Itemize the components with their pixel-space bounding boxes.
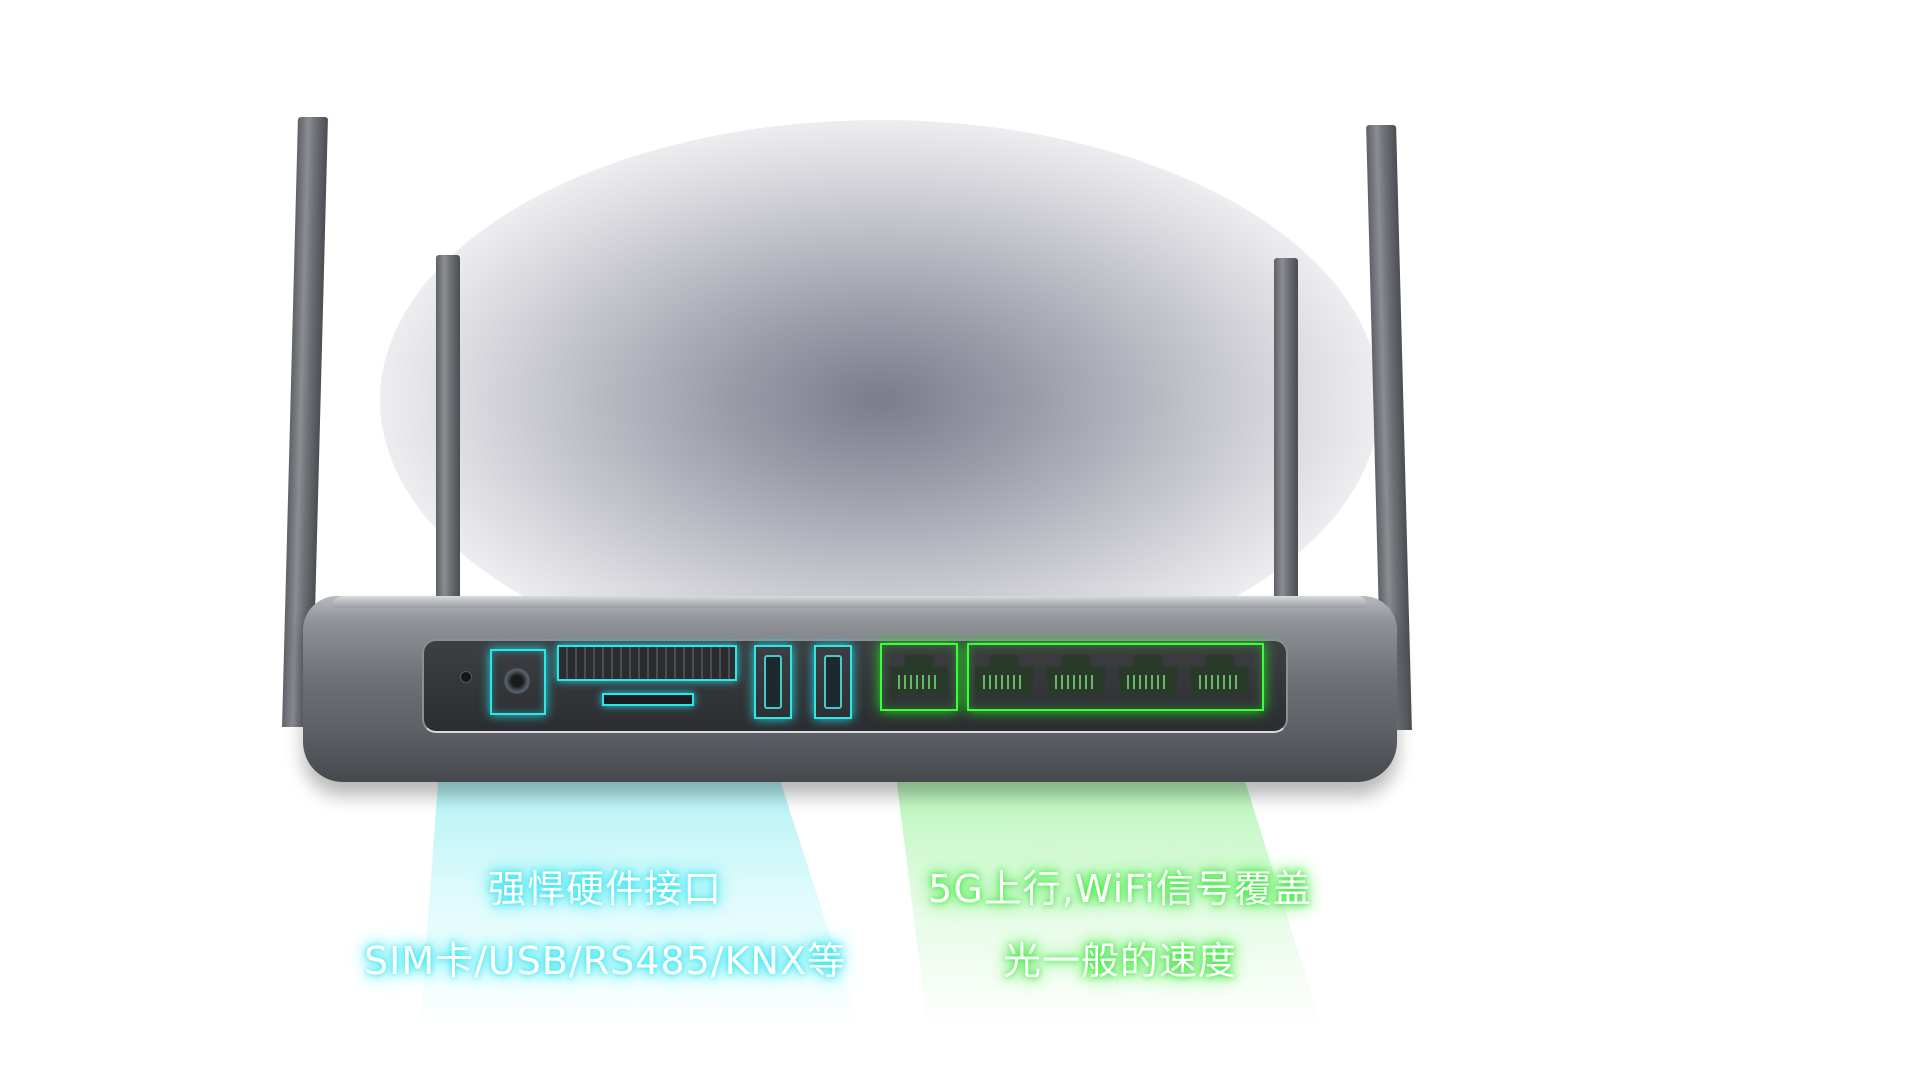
caption-hardware-title: 强悍硬件接口 [487,867,722,911]
wan-port-highlight [880,643,958,711]
ethernet-port-icon [1119,655,1177,695]
reset-hole-icon [460,671,472,683]
ethernet-port-icon [1191,655,1249,695]
usb-port-icon [824,655,842,709]
caption-hardware-detail: SIM卡/USB/RS485/KNX等 [364,939,846,983]
usb-port-1 [754,645,792,719]
router-top-edge [333,596,1367,608]
terminal-block-port [557,645,737,681]
lan-ports-highlight [967,643,1264,711]
caption-5g-title: 5G上行,WiFi信号覆盖 [928,867,1312,911]
antenna-left-inner [436,255,460,615]
port-panel [422,639,1288,733]
ethernet-port-icon [890,655,948,695]
router-body [303,596,1397,782]
caption-speed-detail: 光一般的速度 [1002,939,1237,983]
background-halo [380,120,1380,680]
sim-card-slot [602,693,694,706]
usb-port-2 [814,645,852,719]
usb-port-icon [764,655,782,709]
power-jack-icon [504,668,530,694]
antenna-right-inner [1274,258,1298,618]
ethernet-port-icon [975,655,1033,695]
ethernet-port-icon [1047,655,1105,695]
power-port-highlight [490,649,546,715]
